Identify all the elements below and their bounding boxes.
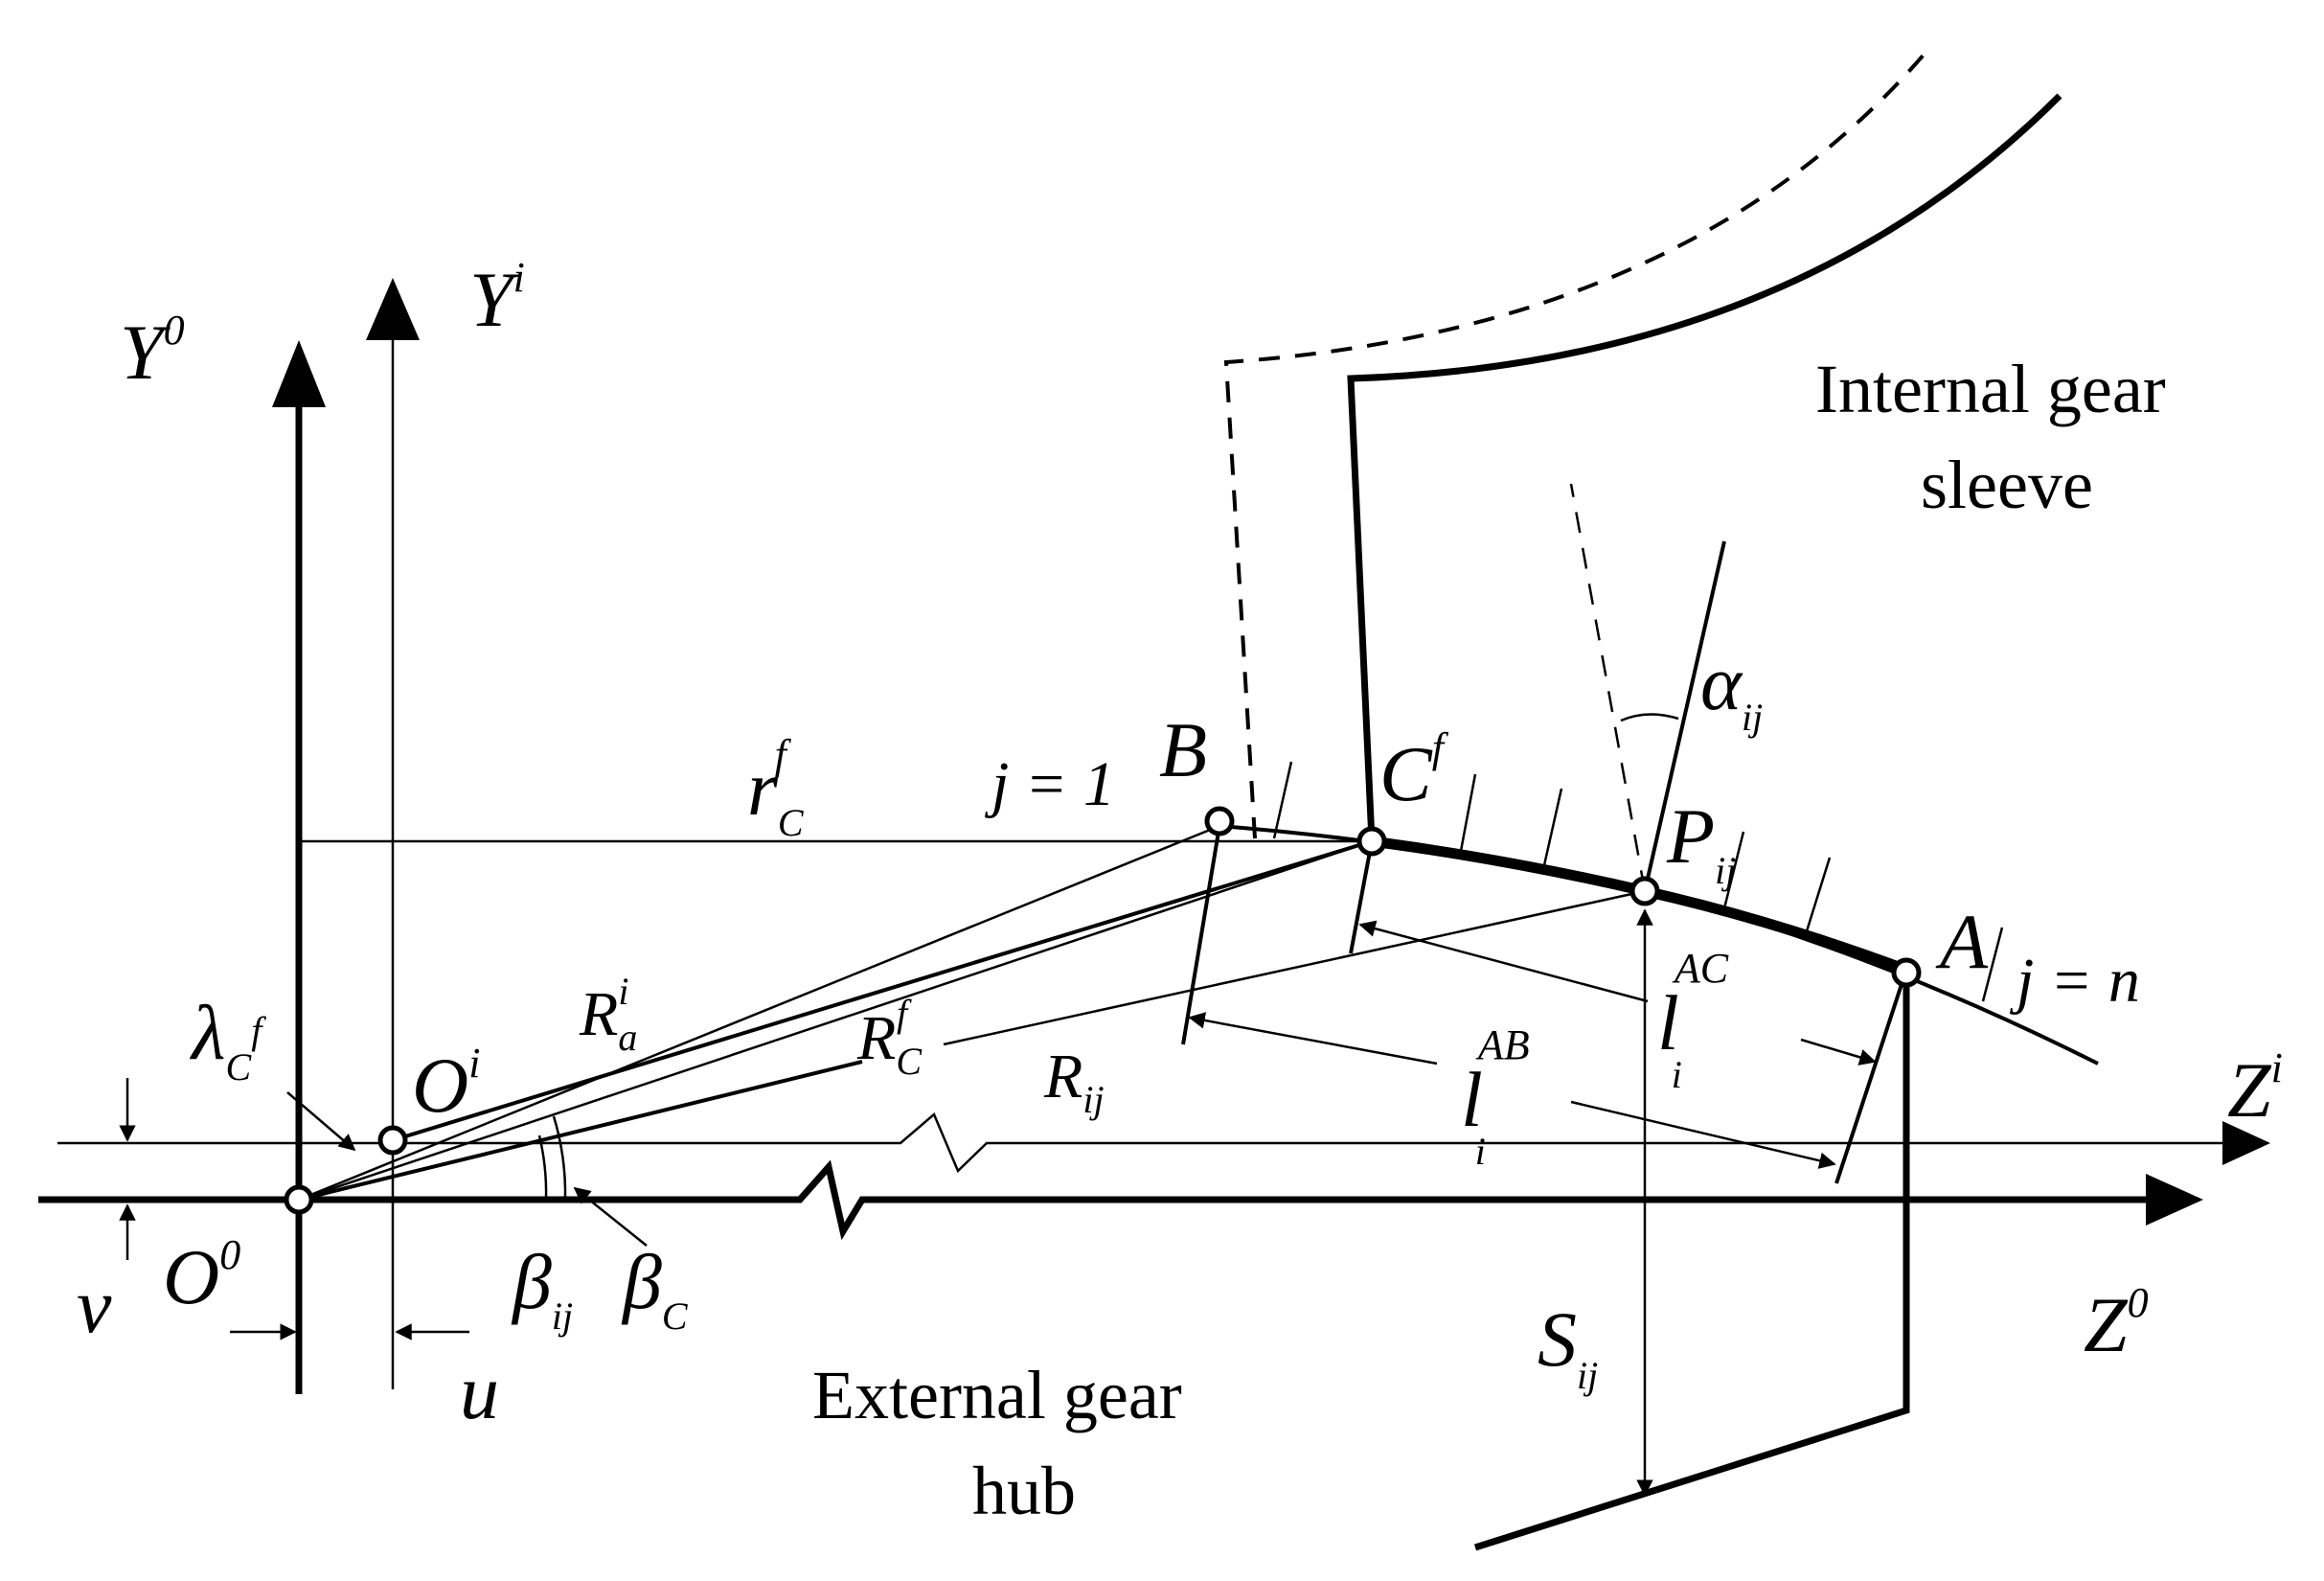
oi-label: Oi (412, 1040, 480, 1129)
ra-i-label: Rai (579, 970, 637, 1059)
lambda-label: λCf (190, 989, 266, 1088)
b-node (1204, 806, 1235, 836)
external-hub-title-line2: hub (972, 1453, 1076, 1529)
yi-label: Yi (469, 254, 525, 343)
j1-label: j = 1 (984, 749, 1115, 819)
l-ac-right-arrow (1800, 1038, 1877, 1065)
beta-ij-arc (537, 1134, 548, 1201)
u-label: u (460, 1348, 499, 1435)
z0-axis (38, 1159, 2146, 1241)
internal-sleeve-title-line2: sleeve (1921, 447, 2093, 523)
a-vertical-line (1834, 969, 1908, 1184)
rc-f-line (298, 839, 1373, 1202)
zi-label: Zi (2227, 1044, 2283, 1134)
length-dimensions (1181, 825, 1877, 1497)
normal-dashed-line (1569, 483, 1647, 892)
a-node (1891, 957, 1922, 988)
normal-solid-line (1643, 540, 1726, 892)
b-label: B (1159, 706, 1207, 793)
z0-axis-arrowhead (2146, 1174, 2203, 1226)
alpha-ij-label: αij (1700, 639, 1763, 739)
ra-i-line (392, 839, 1373, 1142)
p-ij-label: Pij (1666, 792, 1736, 892)
labels: Y0 Yi Z0 Zi O0 Oi u v λCf βij βC rCf Rai… (77, 254, 2283, 1529)
cf-vertical-line (1349, 840, 1374, 954)
l-ab-right-arrow (1570, 1100, 1836, 1169)
offset-dimensions (119, 1078, 469, 1340)
sleeve-tooth-dashed (1223, 51, 1927, 839)
hub-right-edge (1473, 970, 1910, 1551)
r-ij-line-right (943, 889, 1646, 1046)
external-hub-outline (1473, 969, 1910, 1551)
beta-ij-label: βij (511, 1238, 573, 1338)
jn-label: j = n (2009, 946, 2140, 1016)
b-vertical-line (1181, 825, 1221, 1045)
cf-label: Cf (1379, 724, 1449, 817)
oi-node (377, 1125, 408, 1156)
axes (38, 278, 2270, 1394)
beta-c-pointer (573, 1186, 648, 1247)
beta-c-arc (552, 1115, 567, 1201)
r-ij-line-left (298, 1060, 863, 1202)
hatch-6 (1981, 927, 2004, 1002)
nodes (284, 806, 1922, 1215)
v-label: v (77, 1262, 112, 1349)
y0-axis-arrowhead (272, 340, 326, 407)
rc-f-label: RCf (856, 992, 923, 1083)
yi-axis-arrowhead (366, 278, 420, 340)
z0-label: Z0 (2084, 1279, 2149, 1368)
l-ab-left-arrow (1188, 1012, 1438, 1065)
internal-sleeve-tooth (1223, 51, 2062, 892)
internal-sleeve-title-line1: Internal gear (1815, 351, 2166, 427)
lambda-pointer (286, 1091, 356, 1152)
b-to-a-chord (298, 824, 1220, 1202)
r-ij-label: Rij (1043, 1042, 1105, 1121)
radial-lines (298, 824, 1646, 1202)
o0-label: O0 (163, 1231, 240, 1320)
angle-arcs (286, 1091, 648, 1247)
sleeve-tooth-solid (1347, 93, 2062, 842)
hatch-4 (1722, 831, 1745, 909)
hatch-5 (1804, 857, 1832, 935)
beta-c-label: βC (621, 1238, 689, 1338)
cf-node (1356, 826, 1387, 857)
o0-node (284, 1184, 314, 1215)
s-ij-label: Sij (1538, 1295, 1598, 1397)
zi-axis-arrowhead (2222, 1121, 2270, 1165)
p-ij-node (1629, 876, 1660, 906)
l-ac-left-arrow (1358, 920, 1649, 1003)
hatch-2 (1459, 773, 1477, 852)
contact-segment (1371, 836, 1908, 975)
alpha-ij-arc (1620, 713, 1679, 722)
hatch-1 (1272, 761, 1293, 839)
hatch-3 (1542, 788, 1563, 866)
a-label: A (1935, 898, 1989, 985)
external-hub-title-line1: External gear (812, 1357, 1182, 1433)
zi-axis (57, 1111, 2242, 1174)
r-cf-label: rCf (747, 731, 805, 844)
y0-label: Y0 (120, 307, 185, 396)
